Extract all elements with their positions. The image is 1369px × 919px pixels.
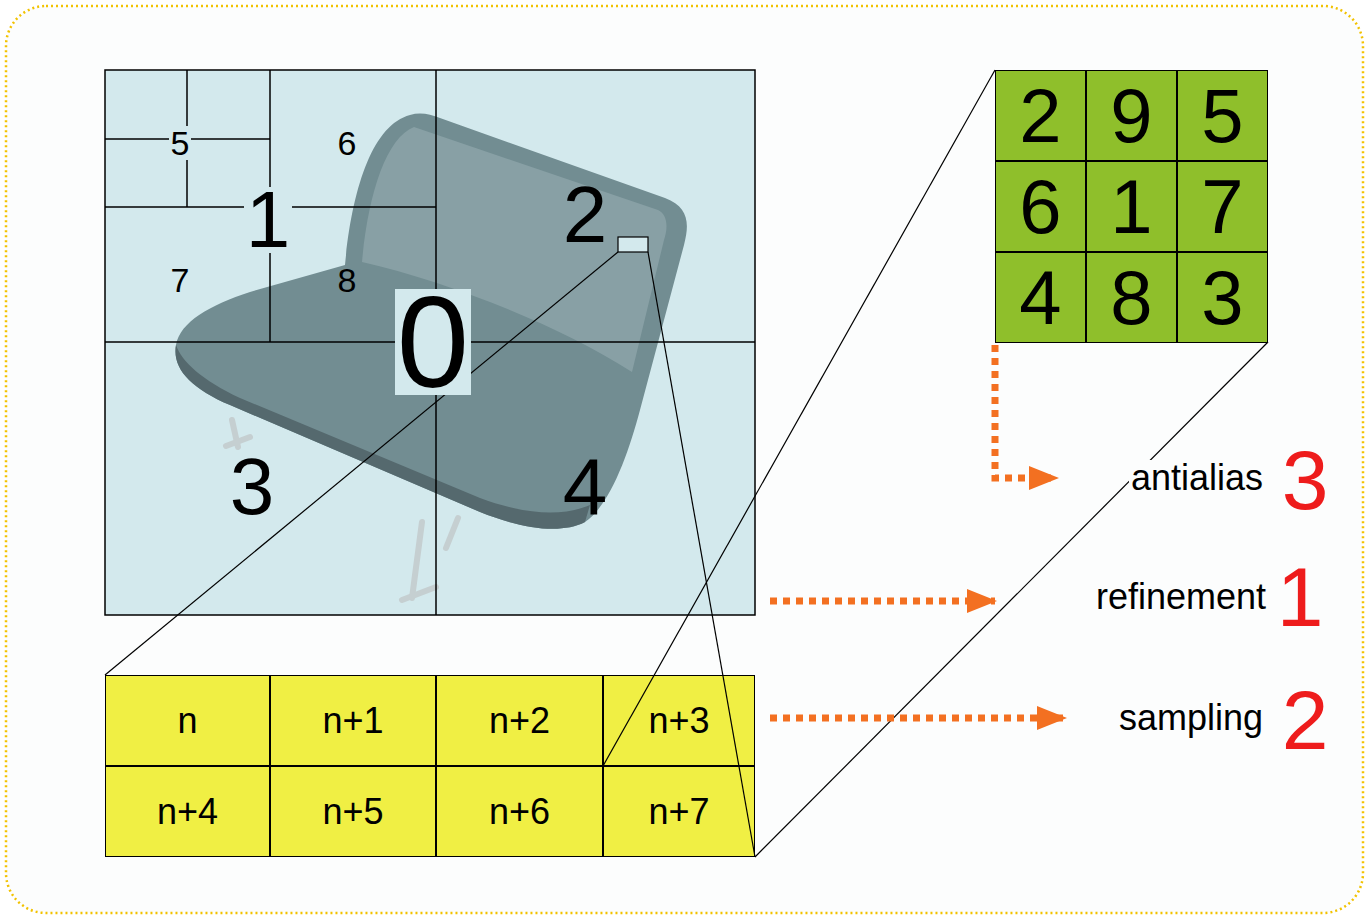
cell-fill [995,161,1086,252]
cell-fill [603,766,755,857]
zoom-line [105,252,618,675]
cell-fill [1086,252,1177,343]
orange-arrows [770,345,1065,718]
dotted-arrow [770,598,995,605]
cell-fill [105,766,270,857]
chair-leg [446,518,458,548]
grid-cell: 9 [1086,70,1177,161]
grid-cell: 3 [1177,252,1268,343]
grid-cell: 4 [995,252,1086,343]
cell-text: 3 [1198,260,1246,336]
cell-text: 7 [1198,169,1246,245]
step-number: 3 [1282,446,1329,515]
grid-cell: n+6 [436,766,603,857]
dotted-frame [6,6,1363,913]
cell-fill [1177,161,1268,252]
grid-cell: n+5 [270,766,436,857]
zoom-line [603,70,995,766]
quadrant-number: 4 [563,454,608,520]
cell-text: n+4 [154,794,221,830]
chair-leg [226,437,250,446]
grid-cell: 5 [1177,70,1268,161]
dotted-arrow [770,715,1065,722]
cell-text: 2 [1016,78,1064,154]
quadrant-number: 1 [244,187,293,253]
zoom-lines [105,70,1268,857]
zoom-line [755,342,1268,857]
quadrant-number: 5 [169,126,192,160]
step-number: 2 [1282,686,1329,755]
chair-picture [175,114,686,600]
cell-text: n+2 [486,703,553,739]
cell-text: 1 [1107,169,1155,245]
grid-cell: 2 [995,70,1086,161]
cell-fill [270,675,436,766]
quadrant-number: 6 [338,126,357,160]
quadrant-number: 0 [395,289,471,396]
cell-fill [1177,252,1268,343]
cell-text: n+3 [645,703,712,739]
cell-fill [436,675,603,766]
grid-cell: 1 [1086,161,1177,252]
grid-cell: 8 [1086,252,1177,343]
chair-seat-front [175,345,590,529]
cell-text: 4 [1016,260,1064,336]
cell-fill [995,70,1086,161]
cell-fill [1086,161,1177,252]
step-name: refinement [1094,579,1268,615]
cell-text: n+7 [645,794,712,830]
cell-fill [436,766,603,857]
cell-fill [603,675,755,766]
grid-cell: 6 [995,161,1086,252]
cell-fill [1086,70,1177,161]
grid-cell: n+4 [105,766,270,857]
chair-leg [412,522,422,598]
quadtree-lines [105,70,755,615]
quadrant-number: 3 [230,454,275,520]
step-name: antialias [1129,460,1265,496]
cell-text: n+1 [319,703,386,739]
cell-fill [1177,70,1268,161]
image-square [105,70,755,615]
grid-cell: n+1 [270,675,436,766]
chair-outline [175,114,686,529]
grid-cell: 7 [1177,161,1268,252]
quadrant-number: 7 [171,263,190,297]
step-name: sampling [1117,700,1265,736]
step-number: 1 [1277,563,1324,632]
cell-text: 8 [1107,260,1155,336]
cell-fill [105,675,270,766]
cell-text: 9 [1107,78,1155,154]
cell-fill [270,766,436,857]
quadrant-number: 8 [338,263,357,297]
cell-text: n [174,703,200,739]
chair-leg [402,587,436,600]
grid-cell: n+3 [603,675,755,766]
grid-cell: n+2 [436,675,603,766]
cell-text: 6 [1016,169,1064,245]
quadrant-number: 2 [563,182,608,248]
grid-cell: n+7 [603,766,755,857]
chair-body [175,114,686,529]
cell-text: 5 [1198,78,1246,154]
dotted-arrow [995,345,1057,478]
cell-text: n+6 [486,794,553,830]
grid-fills [105,70,1268,857]
cell-fill [995,252,1086,343]
zoom-region [618,237,648,252]
grid-cell: n [105,675,270,766]
cell-text: n+5 [319,794,386,830]
